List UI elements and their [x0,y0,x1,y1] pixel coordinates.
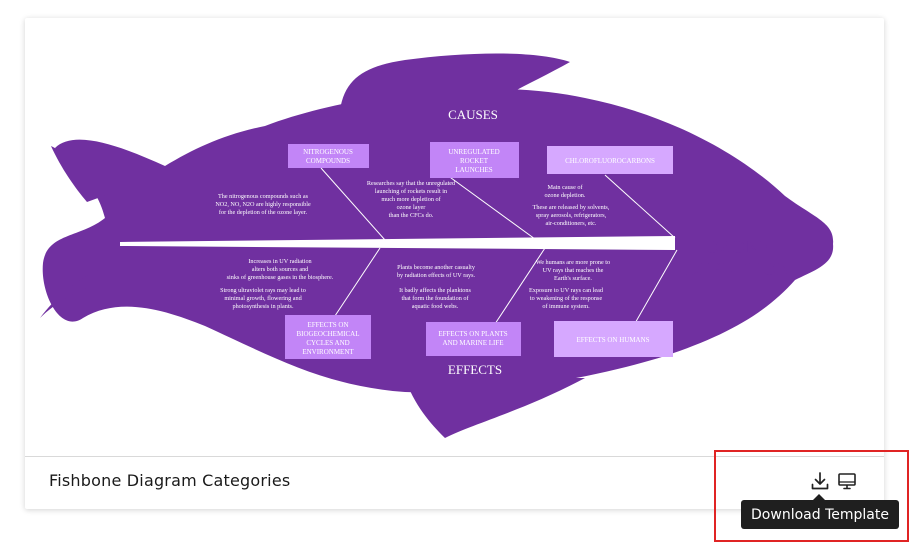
svg-text:AND MARINE LIFE: AND MARINE LIFE [442,339,503,347]
svg-text:The nitrogenous compounds such: The nitrogenous compounds such as [218,193,309,200]
svg-text:Plants become another casualty: Plants become another casualty [397,264,476,271]
fishbone-diagram: CAUSES EFFECTS OZONE DEPLETION NITROGENO… [40,53,834,438]
svg-text:minimal growth, flowering and: minimal growth, flowering and [224,295,302,302]
download-icon [811,472,829,490]
head-title-line2: DEPLETION [686,259,791,280]
svg-text:launching of rockets result in: launching of rockets result in [375,188,447,195]
svg-text:LAUNCHES: LAUNCHES [455,166,492,174]
svg-text:photosynthesis in plants.: photosynthesis in plants. [232,303,293,310]
svg-text:ENVIRONMENT: ENVIRONMENT [302,348,354,356]
effect-notes: Increases in UV radiation alters both so… [220,258,610,310]
svg-text:sinks of greenhouse gases in t: sinks of greenhouse gases in the biosphe… [227,274,334,281]
head-title-line1: OZONE [706,237,770,258]
monitor-icon [838,473,856,490]
svg-text:ROCKET: ROCKET [460,157,489,165]
svg-text:air-conditioners, etc.: air-conditioners, etc. [546,220,597,227]
svg-text:that form the foundation of: that form the foundation of [401,295,469,302]
svg-text:We humans are more prone to: We humans are more prone to [536,259,610,266]
download-button[interactable] [809,470,831,492]
highlight-frame [714,450,909,542]
svg-text:of immune system.: of immune system. [542,303,590,310]
svg-text:EFFECTS ON: EFFECTS ON [307,321,348,329]
causes-heading: CAUSES [448,107,498,122]
svg-text:for the depletion of the ozone: for the depletion of the ozone layer. [219,209,308,216]
svg-text:Earth's surface.: Earth's surface. [554,275,592,282]
svg-text:CYCLES AND: CYCLES AND [306,339,349,347]
tail-fin-bottom [40,270,111,318]
svg-text:Main cause of: Main cause of [547,184,583,191]
svg-text:It badly affects the planktons: It badly affects the planktons [399,287,471,294]
svg-text:NO2, NO, N2O are highly respon: NO2, NO, N2O are highly responsible [215,201,311,208]
svg-text:EFFECTS ON PLANTS: EFFECTS ON PLANTS [438,330,507,338]
svg-text:spray aerosols, refrigerators,: spray aerosols, refrigerators, [536,212,607,219]
svg-text:aquatic food webs.: aquatic food webs. [412,303,459,310]
fish-spine [120,236,675,250]
card-divider [25,456,884,457]
svg-text:NITROGENOUS: NITROGENOUS [303,148,353,156]
svg-text:alters both sources and: alters both sources and [252,266,309,273]
effect-box-plants: EFFECTS ON PLANTS AND MARINE LIFE [426,322,521,356]
cause-box-cfc: CHLOROFLUOROCARBONS [547,146,673,174]
cause-box-nitrogenous: NITROGENOUS COMPOUNDS [288,144,369,168]
svg-text:Exposure to UV rays can lead: Exposure to UV rays can lead [529,287,604,294]
svg-text:by radiation effects of UV ray: by radiation effects of UV rays. [397,272,476,279]
fish-bones [320,167,678,335]
download-tooltip: Download Template [741,494,899,529]
svg-text:Researches say that the unregu: Researches say that the unregulated [367,180,456,187]
svg-text:than the CFCs do.: than the CFCs do. [389,212,434,219]
svg-text:to weakening of the response: to weakening of the response [530,295,602,302]
svg-text:CHLOROFLUOROCARBONS: CHLOROFLUOROCARBONS [565,157,655,165]
present-button[interactable] [836,470,858,492]
tail-fin-top [51,146,109,202]
effect-box-biogeochemical: EFFECTS ON BIOGEOCHEMICAL CYCLES AND ENV… [285,315,371,359]
svg-text:ozone depletion.: ozone depletion. [545,192,586,199]
svg-text:EFFECTS ON HUMANS: EFFECTS ON HUMANS [576,336,649,344]
belly-fin [405,378,585,438]
card-title: Fishbone Diagram Categories [49,471,291,490]
svg-text:UV rays that reaches the: UV rays that reaches the [543,267,604,274]
svg-text:BIOGEOCHEMICAL: BIOGEOCHEMICAL [297,330,360,338]
svg-text:ozone layer: ozone layer [397,204,426,211]
svg-text:COMPOUNDS: COMPOUNDS [306,157,350,165]
cause-notes: The nitrogenous compounds such as NO2, N… [215,180,610,227]
effects-heading: EFFECTS [448,362,502,377]
svg-text:much more depletion of: much more depletion of [381,196,441,203]
svg-text:Strong ultraviolet rays may le: Strong ultraviolet rays may lead to [220,287,306,294]
svg-text:UNREGULATED: UNREGULATED [448,148,499,156]
cause-box-rocket: UNREGULATED ROCKET LAUNCHES [430,142,519,178]
effect-box-humans: EFFECTS ON HUMANS [554,321,673,357]
dorsal-fin [340,53,570,110]
svg-text:These are released by solvents: These are released by solvents, [533,204,610,211]
svg-text:Increases in UV radiation: Increases in UV radiation [248,258,311,265]
template-card[interactable]: CAUSES EFFECTS OZONE DEPLETION NITROGENO… [25,18,884,509]
